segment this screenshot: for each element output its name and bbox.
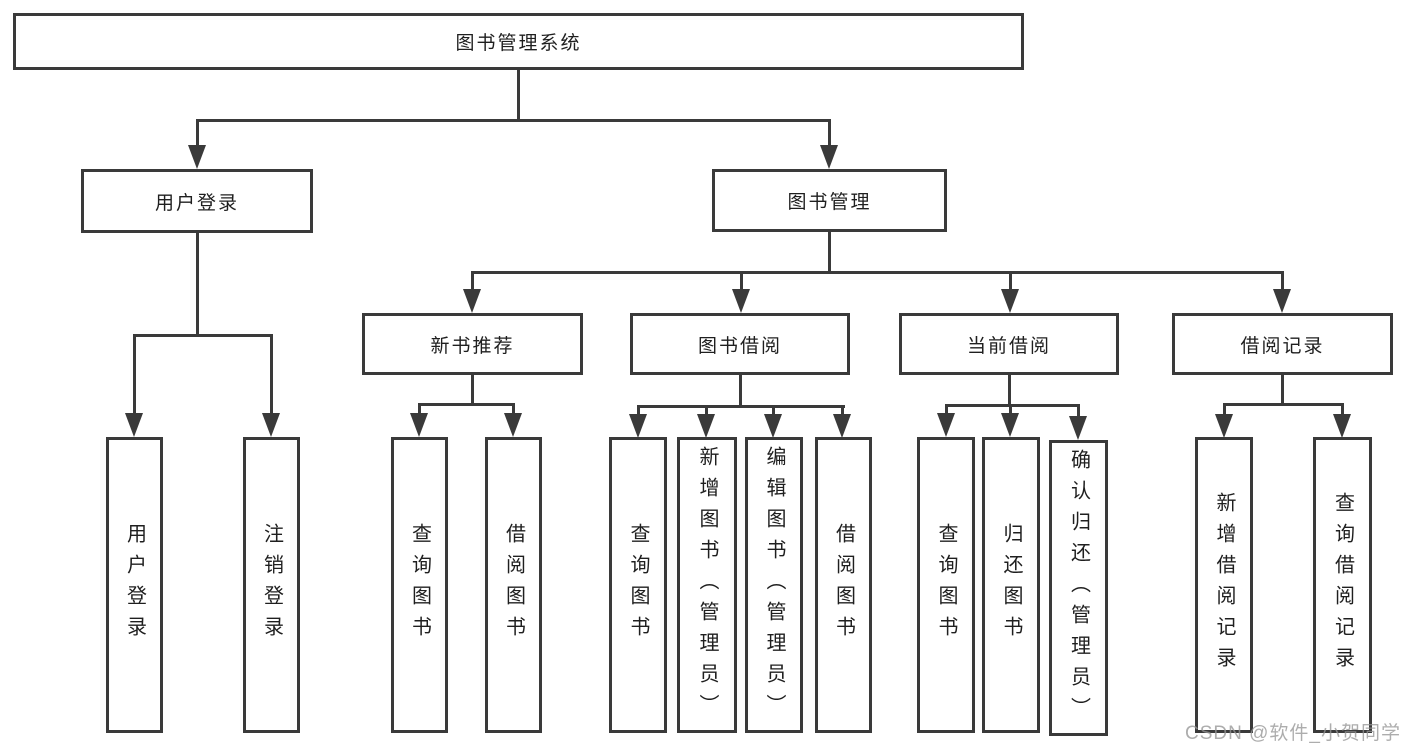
arrow-down-icon xyxy=(1069,416,1087,440)
node-borrow-records: 借阅记录 xyxy=(1172,313,1393,375)
connector-leaf-stem xyxy=(945,404,948,416)
leaf-borrow-add-admin: 新增图书（管理员） xyxy=(677,437,737,733)
connector-root-stem xyxy=(517,70,520,120)
connector-leaf-stem xyxy=(1223,403,1226,416)
arrow-down-icon xyxy=(410,413,428,437)
node-borrow-records-label: 借阅记录 xyxy=(1240,335,1325,357)
node-new-books-label: 新书推荐 xyxy=(430,335,515,357)
arrow-down-icon xyxy=(188,145,206,169)
leaf-borrow-borrow-label: 借阅图书 xyxy=(832,523,855,647)
leaf-user-login: 用户登录 xyxy=(106,437,163,733)
connector-leaf-stem xyxy=(772,405,775,417)
node-book-borrow: 图书借阅 xyxy=(630,313,850,375)
leaf-borrow-edit-admin: 编辑图书（管理员） xyxy=(745,437,803,733)
connector-new-books-stem xyxy=(471,271,474,291)
node-user-login: 用户登录 xyxy=(81,169,313,233)
leaf-records-query-label: 查询借阅记录 xyxy=(1331,492,1354,678)
leaf-records-add: 新增借阅记录 xyxy=(1195,437,1253,733)
connector-user-login-stem xyxy=(196,119,199,147)
leaf-new-books-borrow-label: 借阅图书 xyxy=(502,523,525,647)
leaf-new-books-borrow: 借阅图书 xyxy=(485,437,542,733)
leaf-current-query: 查询图书 xyxy=(917,437,975,733)
leaf-records-query: 查询借阅记录 xyxy=(1313,437,1372,733)
connector-leaf-stem xyxy=(270,334,273,414)
connector-leaf-stem xyxy=(841,405,844,417)
node-current-borrow-label: 当前借阅 xyxy=(966,335,1051,357)
arrow-down-icon xyxy=(833,414,851,438)
arrow-down-icon xyxy=(463,289,481,313)
connector-current-borrow-down xyxy=(1008,374,1011,406)
leaf-logout-label: 注销登录 xyxy=(260,523,283,647)
connector-book-borrow-stem xyxy=(740,271,743,291)
connector-borrow-records-bar xyxy=(1223,403,1344,406)
leaf-current-query-label: 查询图书 xyxy=(935,523,957,647)
leaf-borrow-query: 查询图书 xyxy=(609,437,667,733)
leaf-borrow-query-label: 查询图书 xyxy=(627,523,649,647)
connector-level3-bar xyxy=(471,271,1284,274)
connector-leaf-stem xyxy=(512,403,515,417)
node-root-label: 图书管理系统 xyxy=(455,33,582,54)
connector-leaf-stem xyxy=(1009,404,1012,416)
leaf-logout: 注销登录 xyxy=(243,437,300,733)
arrow-down-icon xyxy=(937,413,955,437)
arrow-down-icon xyxy=(1333,414,1351,438)
arrow-down-icon xyxy=(732,289,750,313)
connector-book-borrow-down xyxy=(739,374,742,407)
arrow-down-icon xyxy=(125,413,143,437)
arrow-down-icon xyxy=(820,145,838,169)
connector-borrow-records-stem xyxy=(1281,271,1284,291)
arrow-down-icon xyxy=(1001,289,1019,313)
connector-leaf-stem xyxy=(637,405,640,417)
leaf-records-add-label: 新增借阅记录 xyxy=(1213,492,1235,678)
leaf-borrow-add-admin-label: 新增图书（管理员） xyxy=(696,445,718,725)
arrow-down-icon xyxy=(1215,414,1233,438)
connector-book-mgmt-stem xyxy=(828,119,831,147)
connector-borrow-records-down xyxy=(1281,374,1284,405)
connector-new-books-down xyxy=(471,374,474,405)
leaf-new-books-query: 查询图书 xyxy=(391,437,448,733)
leaf-borrow-borrow: 借阅图书 xyxy=(815,437,872,733)
node-book-mgmt-label: 图书管理 xyxy=(787,192,872,213)
node-book-mgmt: 图书管理 xyxy=(712,169,947,232)
connector-leaf-stem xyxy=(133,334,136,414)
connector-user-login-down xyxy=(196,232,199,335)
node-book-borrow-label: 图书借阅 xyxy=(697,335,782,357)
connector-book-mgmt-down xyxy=(828,231,831,273)
connector-leaf-stem xyxy=(1077,404,1080,418)
connector-current-borrow-stem xyxy=(1009,271,1012,291)
leaf-current-confirm-admin-label: 确认归还（管理员） xyxy=(1067,448,1090,728)
arrow-down-icon xyxy=(629,414,647,438)
leaf-borrow-edit-admin-label: 编辑图书（管理员） xyxy=(763,445,785,725)
leaf-user-login-label: 用户登录 xyxy=(123,523,146,647)
leaf-current-return-label: 归还图书 xyxy=(1000,523,1022,647)
connector-new-books-bar xyxy=(418,403,515,406)
connector-leaf-stem xyxy=(418,403,421,417)
arrow-down-icon xyxy=(1001,413,1019,437)
connector-book-borrow-bar xyxy=(637,405,845,408)
connector-leaf-stem xyxy=(705,405,708,417)
node-new-books: 新书推荐 xyxy=(362,313,583,375)
arrow-down-icon xyxy=(262,413,280,437)
connector-level2-bar xyxy=(196,119,831,122)
connector-user-login-bar xyxy=(133,334,273,337)
arrow-down-icon xyxy=(697,414,715,438)
node-current-borrow: 当前借阅 xyxy=(899,313,1119,375)
node-root: 图书管理系统 xyxy=(13,13,1024,70)
leaf-current-confirm-admin: 确认归还（管理员） xyxy=(1049,440,1108,736)
leaf-new-books-query-label: 查询图书 xyxy=(408,523,431,647)
arrow-down-icon xyxy=(504,413,522,437)
connector-leaf-stem xyxy=(1341,403,1344,416)
csdn-watermark: CSDN @软件_小贺同学 xyxy=(1185,723,1401,744)
connector-current-borrow-bar xyxy=(945,404,1080,407)
arrow-down-icon xyxy=(764,414,782,438)
leaf-current-return: 归还图书 xyxy=(982,437,1040,733)
node-user-login-label: 用户登录 xyxy=(154,192,239,214)
arrow-down-icon xyxy=(1273,289,1291,313)
